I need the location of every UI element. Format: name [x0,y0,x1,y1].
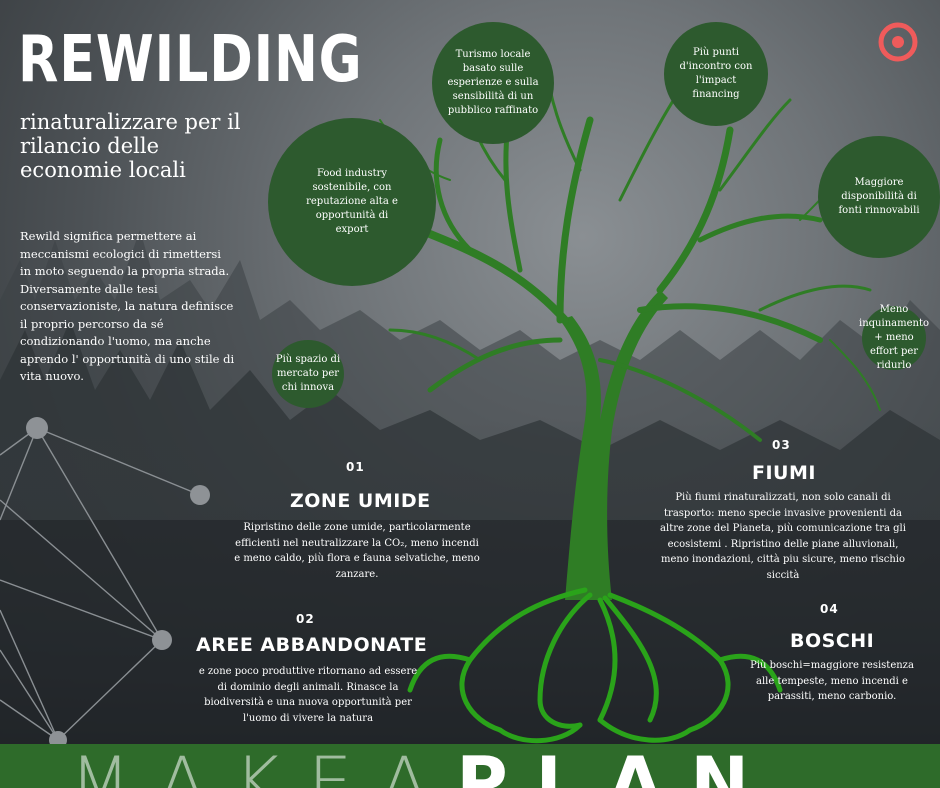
section-text: Più fiumi rinaturalizzati, non solo cana… [660,492,906,581]
footer-brand: MAKEAPLAN [70,744,777,788]
footer-banner: MAKEAPLAN [0,744,940,788]
section-title: BOSCHI [790,630,875,652]
network-icon [0,427,201,741]
section-number: 02 [296,612,315,626]
intro-text: Rewild significa permettere ai meccanism… [20,229,235,383]
section-title: ZONE UMIDE [290,490,431,512]
circle-mercato: Più spazio di mercato per chi innova [272,340,344,408]
section-text: Ripristino delle zone umide, particolarm… [234,522,480,580]
section-title: AREE ABBANDONATE [196,634,428,656]
circle-inquinamento: Meno inquinamento + meno effort per ridu… [859,304,929,371]
footer-brand-bold: PLAN [456,744,777,788]
circle-text: Più punti d'incontro con l'impact financ… [679,47,753,100]
section-number: 03 [772,438,791,452]
page-title: REWILDING [18,23,363,97]
circle-turismo: Turismo locale basato sulle esperienze e… [432,22,554,144]
circle-text: Meno inquinamento + meno effort per ridu… [859,304,929,371]
section-number: 04 [820,602,839,616]
section-text: e zone poco produttive ritornano ad esse… [198,666,418,724]
section-number: 01 [346,460,365,474]
circle-rinnovabili: Maggiore disponibilità di fonti rinnovab… [818,136,940,258]
circle-text: Turismo locale basato sulle esperienze e… [447,49,539,116]
circle-text: Più spazio di mercato per chi innova [275,354,341,393]
page-subtitle: rinaturalizzare per il rilancio delle ec… [20,110,241,182]
circle-text: Maggiore disponibilità di fonti rinnovab… [838,177,920,216]
circle-food: Food industry sostenibile, con reputazio… [268,118,436,286]
target-icon [878,22,918,62]
section-title: FIUMI [752,462,816,484]
circle-text: Food industry sostenibile, con reputazio… [306,168,398,235]
circle-impact: Più punti d'incontro con l'impact financ… [664,22,768,126]
section-text: Più boschi=maggiore resistenza alle temp… [750,660,914,702]
footer-brand-light: MAKEA [70,744,457,788]
